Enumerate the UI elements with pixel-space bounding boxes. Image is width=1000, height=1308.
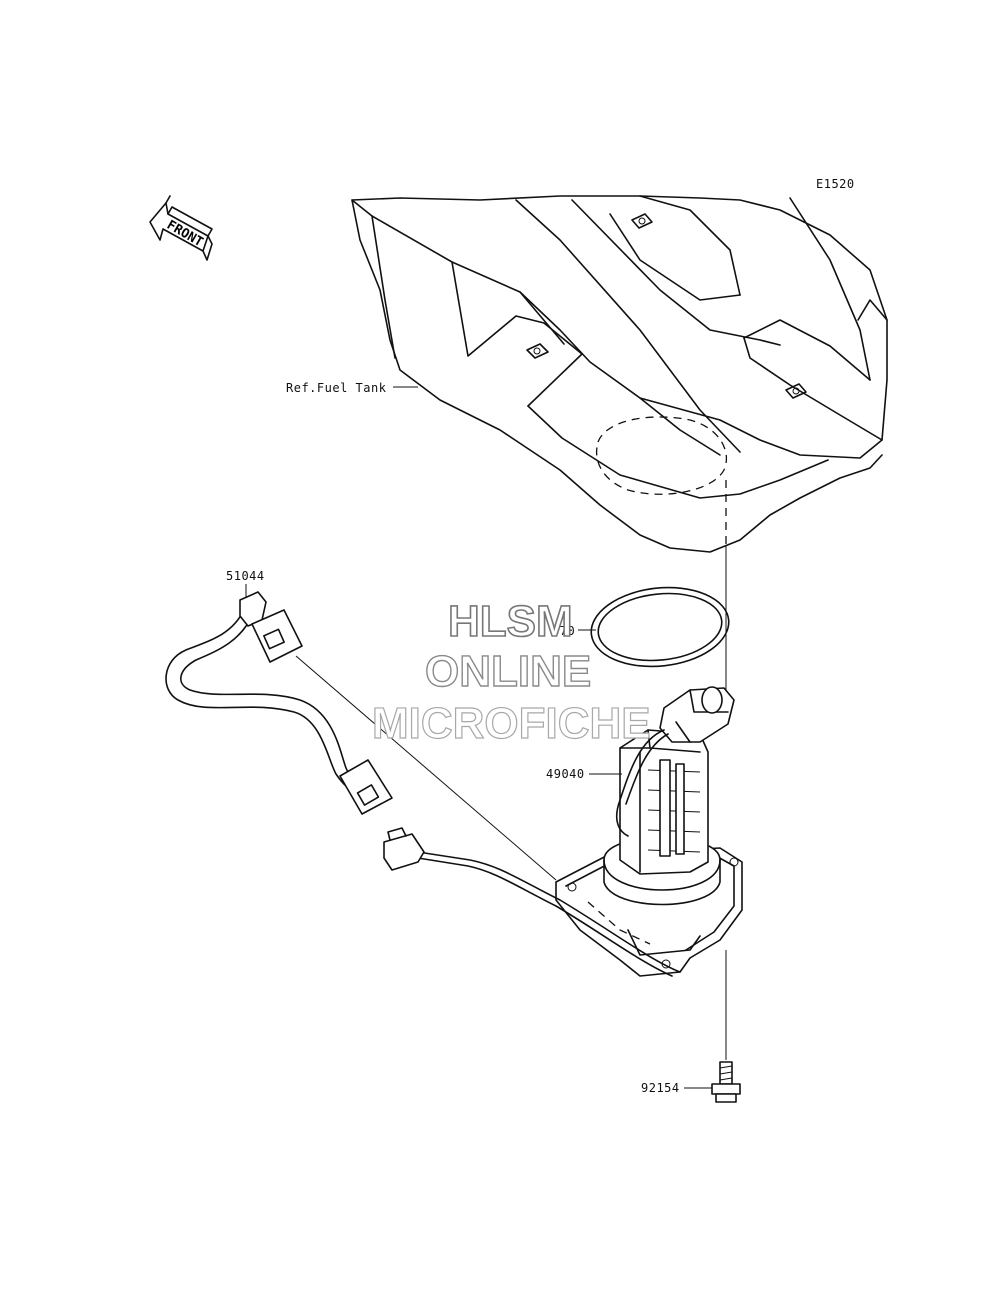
watermark-line-2: ONLINE — [424, 647, 592, 696]
fuel-pump-drawing — [555, 686, 743, 977]
label-hose-assembly[interactable]: 51044 — [226, 569, 265, 583]
leader-hose-to-pump — [295, 655, 557, 881]
hose-assembly-drawing — [165, 591, 393, 815]
label-gasket[interactable]: 670 — [552, 624, 576, 638]
label-bolt[interactable]: 92154 — [641, 1081, 680, 1095]
pump-harness-drawing — [383, 827, 681, 977]
fuel-tank-drawing — [351, 195, 888, 553]
front-arrow-icon: FRONT — [149, 195, 213, 261]
bolt-drawing — [711, 1061, 741, 1103]
label-fuel-tank[interactable]: Ref.Fuel Tank — [286, 381, 387, 395]
gasket-ring-drawing — [590, 586, 730, 668]
label-fuel-pump[interactable]: 49040 — [546, 767, 585, 781]
diagram-id: E1520 — [816, 177, 855, 191]
watermark-line-3: MICROFICHE — [371, 699, 651, 748]
watermark-line-1: HLSM — [447, 597, 573, 646]
